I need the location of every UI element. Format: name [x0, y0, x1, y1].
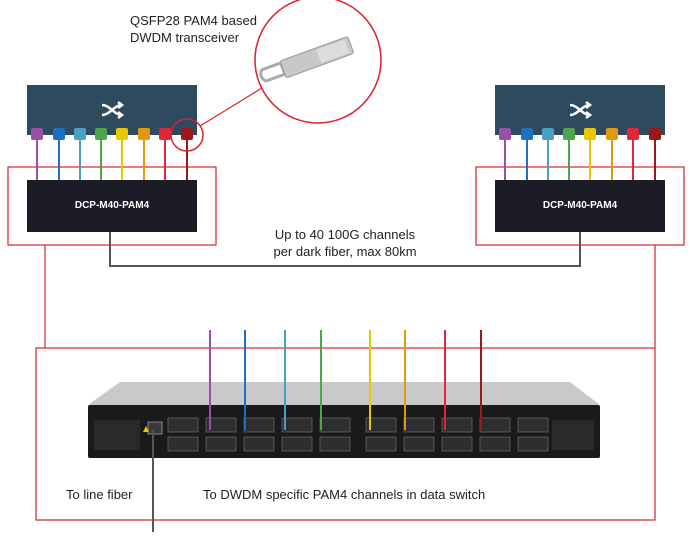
transceiver-port	[584, 128, 596, 140]
device-vent-right	[552, 420, 594, 450]
callout-line2: DWDM transceiver	[130, 30, 240, 45]
transceiver-port	[521, 128, 533, 140]
channel-port-block	[365, 417, 397, 433]
right-mux-label: DCP-M40-PAM4	[542, 200, 618, 211]
fiber-label-line2: per dark fiber, max 80km	[273, 244, 417, 259]
channel-port-block	[403, 436, 435, 452]
channel-port-block	[167, 436, 199, 452]
warning-icon	[143, 426, 149, 432]
port-highlight-circle	[170, 118, 204, 152]
channel-port-block	[365, 436, 397, 452]
transceiver-port	[563, 128, 575, 140]
callout-line	[199, 87, 263, 127]
transceiver-port	[499, 128, 511, 140]
channel-port-block	[319, 436, 351, 452]
dark-fiber-line	[109, 232, 581, 267]
shuffle-icon	[101, 101, 125, 119]
channel-port-block	[281, 436, 313, 452]
transceiver-image	[259, 36, 354, 83]
shuffle-icon	[569, 101, 593, 119]
mux-unit	[27, 180, 197, 232]
mux-unit	[495, 180, 665, 232]
device-vent-left	[94, 420, 140, 450]
channel-port-block	[403, 417, 435, 433]
channel-port-block	[205, 436, 237, 452]
device-top	[88, 382, 600, 405]
transceiver-port	[95, 128, 107, 140]
transceiver-label-area	[316, 39, 350, 64]
channel-port-block	[205, 417, 237, 433]
transceiver-pull-tab	[259, 60, 287, 83]
transceiver-callout: QSFP28 PAM4 based DWDM transceiver	[130, 12, 257, 46]
channel-port-block	[243, 417, 275, 433]
shuffle-icon-path	[101, 101, 125, 119]
callout-line1: QSFP28 PAM4 based	[130, 13, 257, 28]
transceiver-port	[606, 128, 618, 140]
transceiver-port	[181, 128, 193, 140]
transceiver-port	[31, 128, 43, 140]
transceiver-port	[138, 128, 150, 140]
shuffle-icon-path	[569, 101, 593, 119]
line-port	[147, 421, 163, 435]
left-site-outline	[7, 166, 217, 246]
right-site	[475, 85, 685, 246]
channel-port-block	[479, 417, 511, 433]
transceiver-port	[542, 128, 554, 140]
channel-port-block	[517, 436, 549, 452]
channel-port-block	[243, 436, 275, 452]
fiber-label-line1: Up to 40 100G channels	[274, 227, 416, 242]
left-mux-label: DCP-M40-PAM4	[74, 200, 150, 211]
transceiver-port	[74, 128, 86, 140]
transceiver-port	[649, 128, 661, 140]
switch-device-outline	[35, 347, 656, 521]
channel-port-block	[479, 436, 511, 452]
channel-port-block	[281, 417, 313, 433]
transceiver-port	[116, 128, 128, 140]
transceiver-port	[627, 128, 639, 140]
channel-port-block	[319, 417, 351, 433]
right-site-outline	[475, 166, 685, 246]
channel-port-block	[517, 417, 549, 433]
line-fiber-label: To line fiber	[66, 487, 133, 502]
channel-port-block	[167, 417, 199, 433]
transceiver-port	[159, 128, 171, 140]
channels-label: To DWDM specific PAM4 channels in data s…	[203, 487, 486, 502]
left-site	[7, 85, 217, 246]
fiber-label: Up to 40 100G channels per dark fiber, m…	[245, 226, 445, 260]
transceiver-port	[53, 128, 65, 140]
channel-port-block	[441, 417, 473, 433]
channel-port-block	[441, 436, 473, 452]
